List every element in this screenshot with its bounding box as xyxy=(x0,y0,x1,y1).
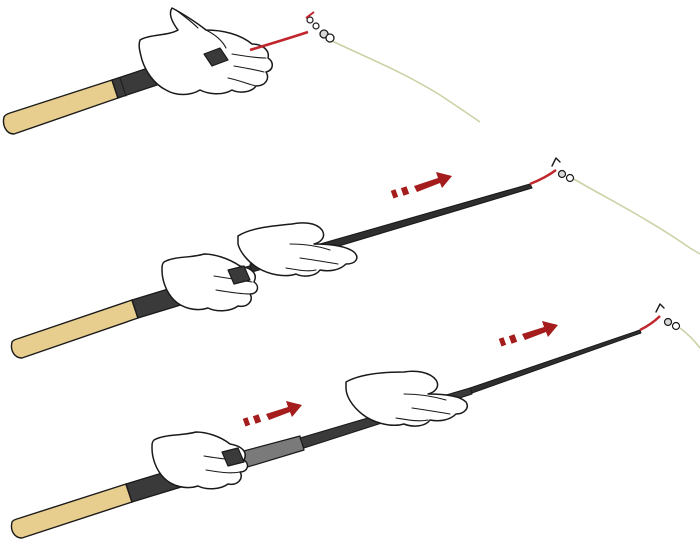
cork-handle-icon xyxy=(10,299,139,359)
gloved-hand-icon xyxy=(151,431,249,490)
fishing-line xyxy=(679,327,700,349)
gloved-hand-icon xyxy=(237,222,358,277)
tip-connector xyxy=(655,303,681,331)
gloved-hand-icon xyxy=(345,370,468,427)
extend-arrow-icon xyxy=(498,321,558,347)
panel-1-collapsed-rod xyxy=(2,7,481,135)
rod-tip-icon xyxy=(249,30,309,52)
fishing-line xyxy=(571,177,700,255)
tip-connector xyxy=(551,157,575,183)
fishing-line xyxy=(325,37,481,123)
panel-2-first-section-extended xyxy=(10,157,700,359)
extend-arrow-icon xyxy=(242,401,302,427)
extend-arrow-icon xyxy=(390,172,452,199)
cork-handle-icon xyxy=(2,79,119,135)
gloved-hand-icon xyxy=(138,7,273,96)
rod-tip-icon xyxy=(639,315,661,332)
gloved-hand-icon xyxy=(161,253,259,312)
tip-connector xyxy=(305,11,335,43)
rod-tip-icon xyxy=(529,169,557,186)
panel-3-second-section-extending xyxy=(10,303,700,539)
rod-section-extended xyxy=(469,329,642,394)
cork-handle-icon xyxy=(10,483,133,539)
